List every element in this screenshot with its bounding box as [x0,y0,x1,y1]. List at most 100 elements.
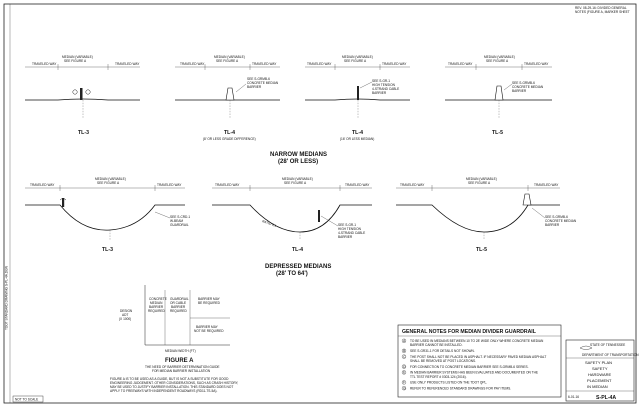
traveled-way-label: TRAVELED WAY [32,62,57,66]
guardrail-post [80,88,83,100]
notes-border [397,324,562,398]
figure-a-note: MAY BE USED TO JUSTIFY BARRIER INSTALLAT… [110,385,233,389]
test-level-label: TL-5 [492,130,503,136]
y-axis-label: DESIGN [120,309,133,313]
test-level-label: TL-4 [352,130,363,136]
general-notes-box: GENERAL NOTES FOR MEDIAN DIVIDER GUARDRA… [397,324,562,398]
title-line: PLACEMENT [587,378,612,383]
callout-text: GUARDRAIL [170,223,189,227]
see-figure-label: SEE FIGURE A [64,59,87,63]
region-text: BE REQUIRED [198,301,221,305]
note-marker [401,380,407,385]
traveled-way-label: TRAVELED WAY [215,183,240,187]
note-text: SHALL BE REMOVED AT POST LOCATIONS. [410,359,476,363]
region-text: REQUIRED [148,309,166,313]
y-axis-label: (X 1000) [119,317,131,321]
callout-text: SEE S-CRD-1 [170,215,190,219]
callout-text: CONCRETE MEDIAN [512,85,544,89]
x-axis-label: MEDIAN WIDTH (FT) [165,349,196,353]
note-text: BARRIER CANNOT BE INSTALLED. [410,343,463,347]
narrow-medians-subtitle: (28' OR LESS) [278,159,318,165]
title-block: STATE OF TENNESSEE DEPARTMENT OF TRANSPO… [565,339,639,402]
note-text: TTL TEST REPORT # 0303-124 (2016). [410,375,467,379]
leader-line [235,83,247,93]
test-level-label: TL-5 [476,247,487,253]
depressed-medians-title: DEPRESSED MEDIANS [265,264,331,270]
region-text: MEDIAN [150,301,163,305]
title-line: SAFETY [592,366,608,371]
traveled-way-label: TRAVELED WAY [157,183,182,187]
figure-a-subtitle: THE NEED OF BARRIER DETERMINATION GUIDE [145,365,220,369]
title-line: HARDWARE [588,372,612,377]
not-to-scale-box [12,395,44,403]
callout-text: W-BEAM [170,219,183,223]
w-beam-section [85,89,91,95]
leader-line [154,211,171,219]
concrete-barrier-shape [494,85,504,101]
guardrail-post [62,198,65,207]
callout-text: BARRIER [338,235,353,239]
test-level-label: TL-4 [292,247,303,253]
note-number: F [403,381,405,385]
traveled-way-label: TRAVELED WAY [30,183,55,187]
figure-a-note: ENGINEERING JUDGEMENT. OTHER CONSIDERATI… [110,381,239,385]
traveled-way-label: TRAVELED WAY [252,62,277,66]
traveled-way-label: TRAVELED WAY [448,62,473,66]
test-level-label: TL-4 [224,130,235,136]
tdot-logo [579,345,593,350]
depressed-panel-3: TRAVELED WAY TRAVELED WAY MEDIAN (VARIAB… [396,177,577,253]
median-variable-label: MEDIAN (VARIABLE) [282,177,313,181]
title-line: SAFETY PLAN [585,360,612,365]
see-figure-label: SEE FIGURE A [468,181,491,185]
see-figure-label: SEE FIGURE A [486,59,509,63]
y-axis-label: ADT [122,313,128,317]
callout-text: BARRIER [512,89,527,93]
ground-profile [25,204,185,231]
traveled-way-label: TRAVELED WAY [180,62,205,66]
callout-text: SEE S-GRMB-6 [247,77,270,81]
drawing-date: 6-01-16 [568,395,579,399]
median-variable-label: MEDIAN (VARIABLE) [214,55,245,59]
callout-text: BARRIER [247,85,262,89]
ground-profile [25,98,140,101]
concrete-barrier-shape [522,193,532,206]
median-variable-label: MEDIAN (VARIABLE) [95,177,126,181]
concrete-barrier-shape [225,87,235,101]
state-label: STATE OF TENNESSEE [590,343,625,347]
depressed-panel-2: TRAVELED WAY TRAVELED WAY MEDIAN (VARIAB… [212,177,372,253]
region-text: BARRIER MAY [198,297,221,301]
callout-text: HIGH TENSION [372,83,396,87]
note-text: USE ONLY PRODUCTS LISTED ON THE TDOT QPL… [410,381,487,385]
slope-ratio-label: RATIO 6:1 [262,219,278,228]
traveled-way-label: TRAVELED WAY [524,62,549,66]
narrow-panel-2: TRAVELED WAY TRAVELED WAY MEDIAN (VARIAB… [175,55,280,141]
callout-text: HIGH TENSION [338,227,362,231]
region-text: OR CABLE [170,301,186,305]
region-text: NOT BE REQUIRED [194,329,224,333]
region-text: BARRIER [171,305,186,309]
note-text: FOR CONNECTION TO CONCRETE MEDIAN BARRIE… [410,365,529,369]
note-marker [401,386,407,391]
figure-a-note: FIGURE A IS TO BE USED AS A GUIDE, BUT I… [110,377,229,381]
traveled-way-label: TRAVELED WAY [307,62,332,66]
see-figure-label: SEE FIGURE A [216,59,239,63]
callout-text: SEE S-GR-1 [338,223,356,227]
callout-text: SEE S-GRMB-6 [512,81,535,85]
note-number: E [403,371,405,375]
callout-text: SEE S-GR-1 [372,79,390,83]
narrow-medians-title: NARROW MEDIANS [270,152,327,158]
see-figure-label: SEE FIGURE A [344,59,367,63]
agency-label: DEPARTMENT OF TRANSPORTATION [582,353,639,357]
general-notes-title: GENERAL NOTES FOR MEDIAN DIVIDER GUARDRA… [402,329,537,335]
median-variable-label: MEDIAN (VARIABLE) [484,55,515,59]
traveled-way-label: TRAVELED WAY [400,183,425,187]
note-marker [401,364,407,369]
note-marker [401,370,407,375]
see-figure-label: SEE FIGURE A [97,181,120,185]
leader-line [503,83,513,91]
note-text: REFER TO REFERENCED STANDARD DRAWINGS FO… [410,386,511,390]
narrow-panel-1: TRAVELED WAY TRAVELED WAY MEDIAN (VARIAB… [25,55,140,136]
revision-line-2: NOTES (FIGURE A, MARKER SHEET [575,10,630,14]
note-number: G [403,386,406,390]
